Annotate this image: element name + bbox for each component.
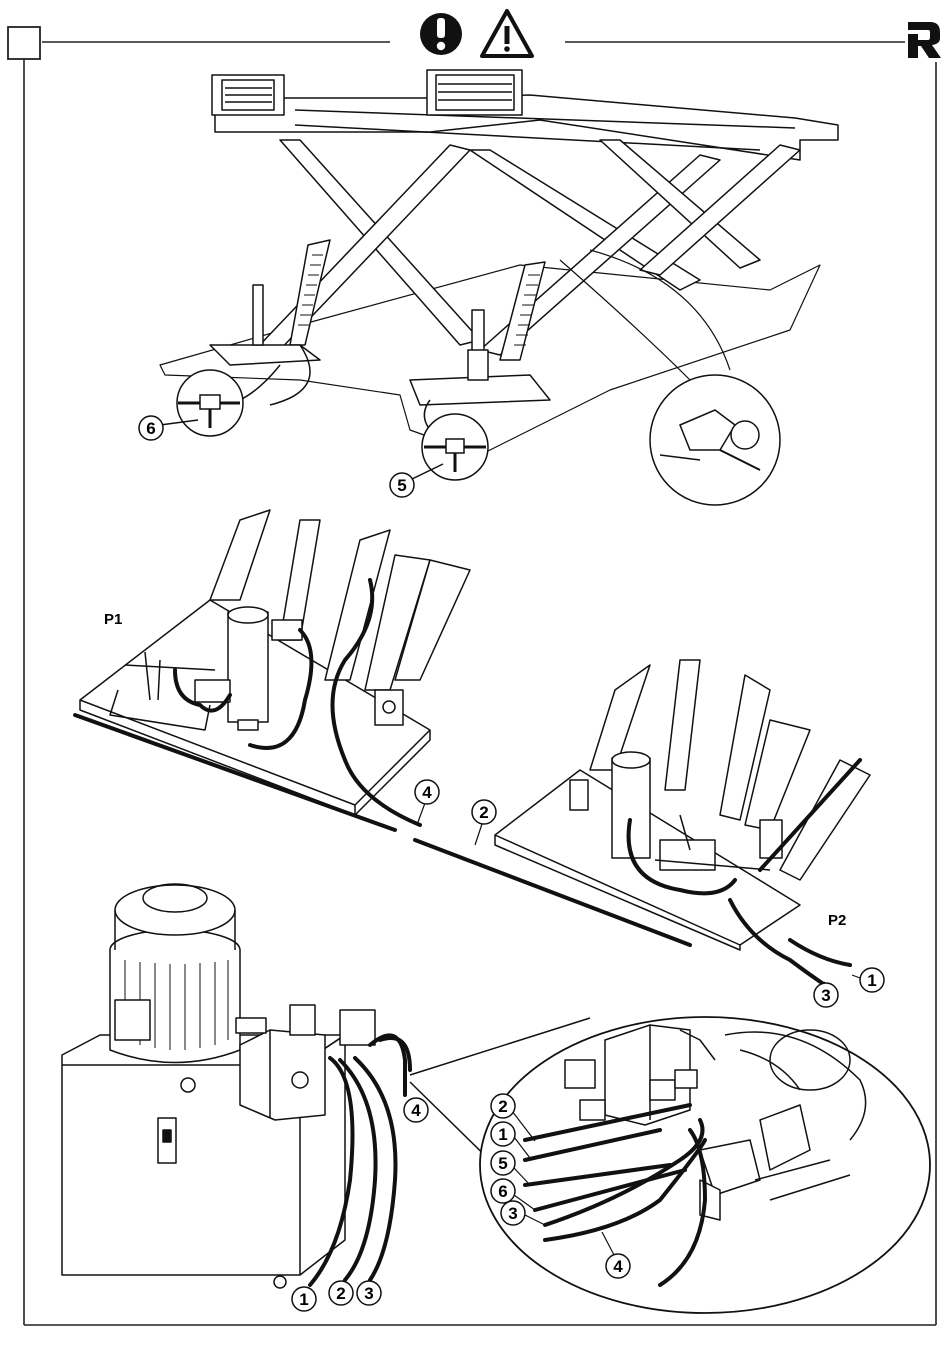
page-checkbox[interactable] <box>8 27 40 59</box>
callout-pump-3: 3 <box>357 1281 381 1305</box>
svg-text:5: 5 <box>397 476 406 495</box>
exclamation-circle-icon <box>420 13 462 55</box>
brand-logo <box>908 22 941 58</box>
fitting-detail-5 <box>410 414 488 480</box>
svg-text:1: 1 <box>498 1125 507 1144</box>
svg-text:5: 5 <box>498 1154 507 1173</box>
warning-triangle-icon <box>482 11 532 56</box>
svg-text:1: 1 <box>299 1290 308 1309</box>
svg-text:3: 3 <box>821 986 830 1005</box>
svg-text:2: 2 <box>498 1097 507 1116</box>
svg-text:P1: P1 <box>104 611 122 628</box>
callout-top-6: 6 <box>139 416 163 440</box>
label-p1: P1 <box>104 611 122 628</box>
svg-text:2: 2 <box>336 1284 345 1303</box>
fitting-detail-6 <box>160 370 243 436</box>
svg-text:P2: P2 <box>828 912 846 929</box>
callout-pump-4: 4 <box>404 1098 428 1122</box>
callout-top-5: 5 <box>390 473 414 497</box>
svg-text:1: 1 <box>867 971 876 990</box>
callout-pump-1: 1 <box>292 1287 316 1311</box>
hydraulic-power-unit <box>62 884 375 1288</box>
svg-text:6: 6 <box>498 1182 507 1201</box>
label-p2: P2 <box>828 912 846 929</box>
callout-p2-1: 1 <box>852 968 884 992</box>
elbow-fitting-detail <box>650 375 780 505</box>
callout-mid-2: 2 <box>472 800 496 845</box>
svg-text:6: 6 <box>146 419 155 438</box>
callout-pump-2: 2 <box>329 1281 353 1305</box>
svg-text:4: 4 <box>422 783 432 802</box>
callout-mid-4: 4 <box>415 780 439 822</box>
svg-text:4: 4 <box>411 1101 421 1120</box>
callout-p2-3: 3 <box>814 982 838 1007</box>
svg-text:3: 3 <box>508 1204 517 1223</box>
base-plate-p2-illustration <box>495 660 870 950</box>
svg-text:4: 4 <box>613 1257 623 1276</box>
svg-text:3: 3 <box>364 1284 373 1303</box>
svg-text:2: 2 <box>479 803 488 822</box>
base-plate-p1-illustration <box>80 510 470 815</box>
